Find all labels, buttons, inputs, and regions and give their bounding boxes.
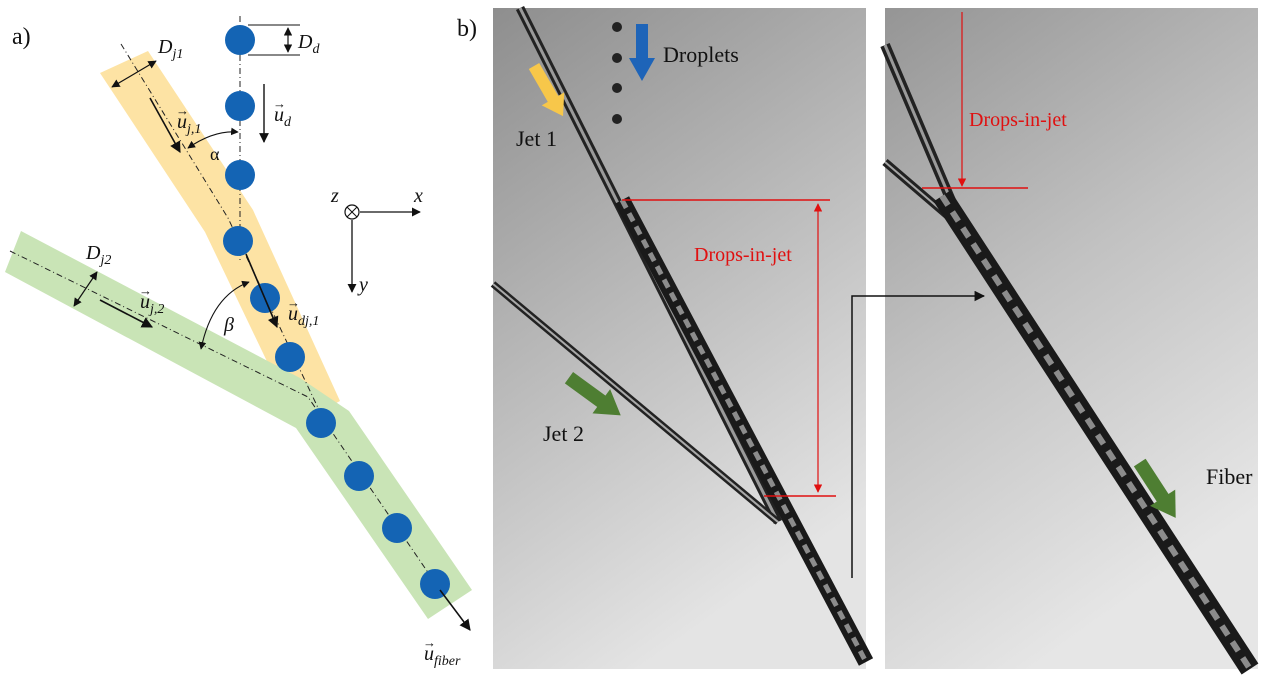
jet2-label: Jet 2 [543, 421, 584, 446]
dd-label: Dd [297, 31, 320, 57]
ufiber-label: ufiber [424, 643, 461, 669]
y-axis-label: y [357, 274, 368, 296]
droplet [382, 513, 412, 543]
ud-vector-mark: → [273, 96, 286, 111]
uj1-vector-mark: → [176, 103, 189, 118]
droplet [275, 342, 305, 372]
udj1-vector-mark: → [287, 295, 300, 310]
dj2-dimension-arrow [73, 271, 98, 307]
fiber-arrow-icon [1133, 458, 1176, 518]
dj1-label: Dj1 [157, 36, 183, 62]
uj2-vector-mark: → [139, 283, 152, 298]
panel-a: a) Dd ud → Dj [5, 16, 472, 669]
z-axis-cross-b [346, 206, 358, 218]
droplets-arrow-icon [629, 24, 655, 81]
fiber-label: Fiber [1206, 464, 1253, 489]
udj1-arrow [245, 253, 279, 329]
jet2-band [5, 231, 472, 619]
jet1-label: Jet 1 [516, 126, 557, 151]
drops-in-jet-right-label: Drops-in-jet [969, 109, 1067, 131]
droplet [306, 408, 336, 438]
panel-b-label: b) [457, 16, 477, 42]
udj1-label: udj,1 [288, 303, 319, 329]
uj2-label: uj,2 [140, 291, 164, 317]
dj2-label: Dj2 [85, 242, 111, 268]
photo-right [885, 8, 1258, 669]
zoom-connector-arrow [851, 290, 986, 578]
panel-b: b) [457, 5, 1259, 675]
photo-right-jets [880, 43, 1259, 675]
ufiber-arrow [439, 589, 471, 631]
dj1-dimension-arrow [111, 60, 157, 88]
droplet [420, 569, 450, 599]
drops-in-jet-left-label: Drops-in-jet [694, 244, 792, 266]
z-axis-label: z [330, 185, 339, 207]
ud-label: ud [274, 104, 292, 130]
uj2-arrow [99, 299, 153, 328]
droplet [344, 461, 374, 491]
beta-arc [198, 280, 250, 350]
x-axis-label: x [413, 185, 423, 207]
photo-droplets [612, 22, 622, 124]
beta-label: β [223, 314, 234, 336]
droplet [225, 91, 255, 121]
alpha-arc [187, 127, 239, 149]
droplets [223, 25, 450, 599]
jet2-arrow-icon [564, 372, 621, 416]
droplet [225, 25, 255, 55]
jet1-arrow-icon [528, 62, 565, 117]
droplets-label: Droplets [663, 42, 739, 67]
uj1-arrow [149, 97, 181, 153]
droplet [223, 226, 253, 256]
droplet [225, 160, 255, 190]
panel-a-label: a) [12, 24, 31, 50]
alpha-label: α [210, 144, 220, 164]
jet1-band [100, 51, 340, 424]
ufiber-vector-mark: → [423, 635, 436, 650]
